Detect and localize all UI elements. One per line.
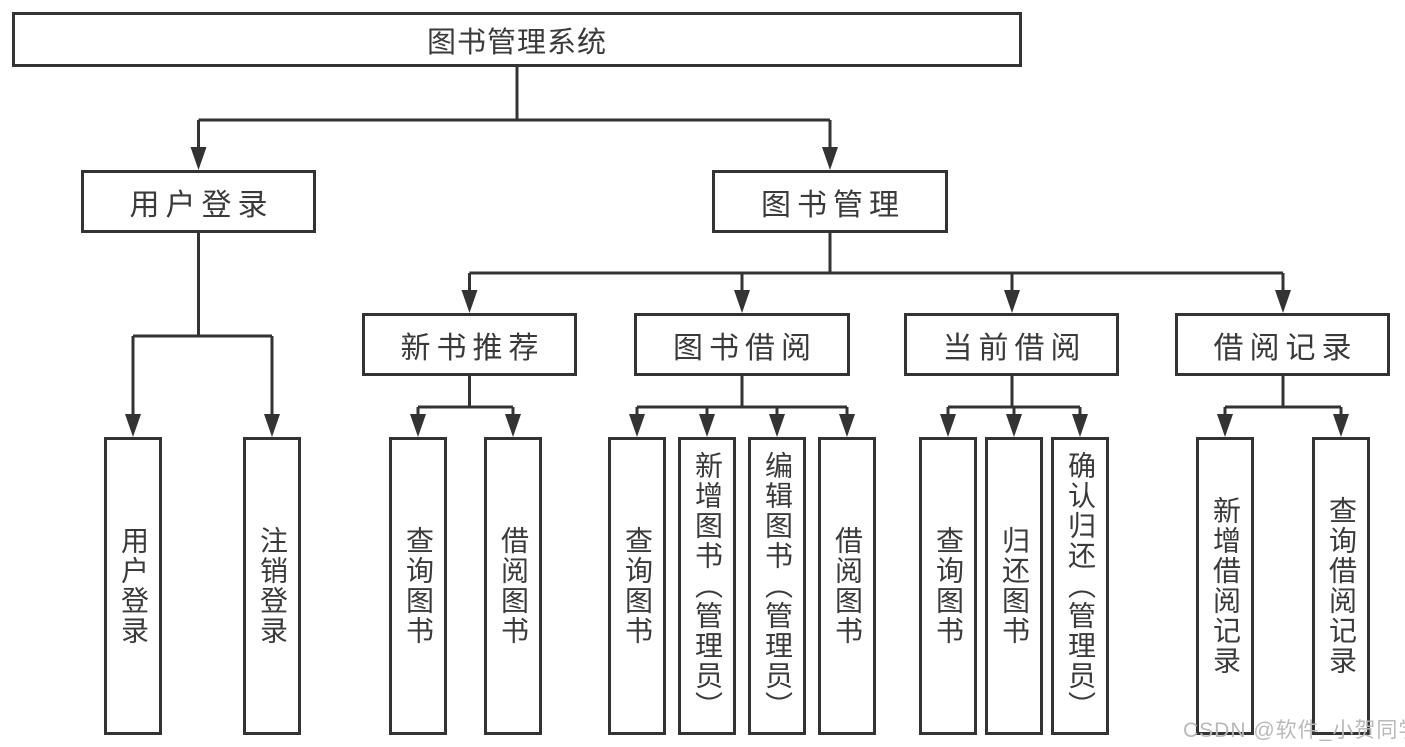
leaf-query-borrow-record: 查询借阅记录 bbox=[1312, 437, 1370, 735]
node-current-borrow: 当前借阅 bbox=[904, 313, 1119, 376]
node-user-login: 用户登录 bbox=[81, 170, 316, 233]
leaf-return-books: 归还图书 bbox=[985, 437, 1043, 735]
leaf-confirm-return-admin: 确认归还（管理员） bbox=[1051, 437, 1109, 735]
leaf-user-login: 用户登录 bbox=[104, 437, 162, 735]
node-root-system: 图书管理系统 bbox=[12, 12, 1022, 67]
leaf-logout: 注销登录 bbox=[243, 437, 301, 735]
leaf-add-book-admin: 新增图书（管理员） bbox=[678, 437, 736, 735]
leaf-add-borrow-record: 新增借阅记录 bbox=[1196, 437, 1254, 735]
leaf-query-books-current: 查询图书 bbox=[919, 437, 977, 735]
csdn-watermark: CSDN @软件_小贺同学 bbox=[1183, 719, 1405, 742]
node-book-management: 图书管理 bbox=[712, 170, 948, 233]
leaf-borrow-books-recommend: 借阅图书 bbox=[484, 437, 542, 735]
leaf-query-books-borrow: 查询图书 bbox=[608, 437, 666, 735]
node-borrow-records: 借阅记录 bbox=[1175, 313, 1390, 376]
leaf-query-books-recommend: 查询图书 bbox=[389, 437, 447, 735]
node-new-book-recommend: 新书推荐 bbox=[362, 313, 577, 376]
leaf-edit-book-admin: 编辑图书（管理员） bbox=[748, 437, 806, 735]
leaf-borrow-books: 借阅图书 bbox=[818, 437, 876, 735]
node-book-borrow: 图书借阅 bbox=[634, 313, 850, 376]
